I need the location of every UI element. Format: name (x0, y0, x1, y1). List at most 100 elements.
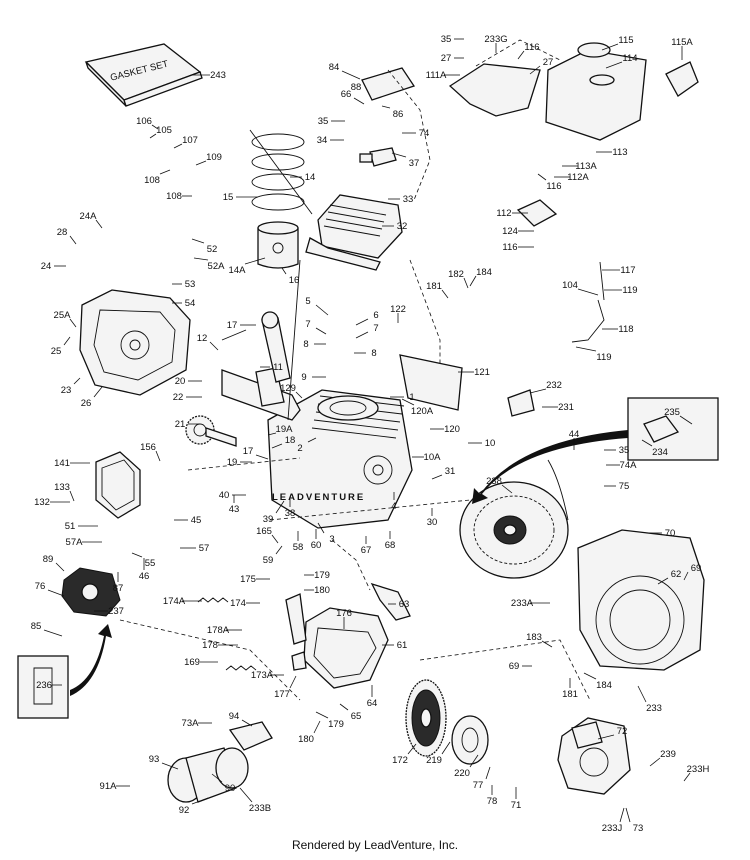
bracket-112[interactable] (516, 199, 558, 227)
fuel-tank[interactable] (545, 42, 647, 141)
part-callout[interactable]: 43 (229, 495, 240, 515)
part-callout[interactable]: 30 (427, 508, 438, 528)
muffler-deflector[interactable] (228, 721, 273, 751)
part-callout[interactable]: 73 (625, 807, 643, 834)
tank-bracket[interactable] (448, 63, 541, 117)
part-callout[interactable]: 120A (401, 398, 434, 417)
part-callout[interactable]: 117 (602, 265, 636, 276)
part-callout[interactable]: 34 (317, 135, 344, 146)
part-callout[interactable]: 17 (227, 320, 256, 331)
part-callout[interactable]: 70 (646, 528, 675, 539)
part-callout[interactable]: 233G (484, 34, 508, 53)
part-callout[interactable]: 67 (361, 536, 372, 556)
part-callout[interactable]: 107 (173, 135, 198, 149)
part-callout[interactable]: 175 (240, 574, 270, 585)
part-callout[interactable]: 234 (641, 439, 668, 458)
spring-174a[interactable] (197, 597, 229, 603)
crankcase-cover[interactable] (79, 289, 191, 396)
part-callout[interactable]: 14 (290, 172, 315, 183)
part-callout[interactable]: 5 (305, 296, 329, 316)
part-callout[interactable]: 27 (441, 53, 464, 64)
part-callout[interactable]: 90 (211, 773, 235, 794)
flywheel[interactable] (459, 481, 569, 579)
part-callout[interactable]: 115 (601, 35, 634, 51)
control-plate[interactable] (361, 67, 416, 101)
part-callout[interactable]: 31 (431, 466, 455, 480)
part-callout[interactable]: 74 (402, 128, 429, 139)
part-callout[interactable]: 35 (318, 116, 345, 127)
part-callout[interactable]: 33 (388, 194, 413, 205)
part-callout[interactable]: 178 (202, 640, 238, 651)
part-callout[interactable]: 112A (554, 172, 589, 183)
part-callout[interactable]: 12 (197, 333, 219, 351)
part-callout[interactable]: 28 (57, 227, 77, 245)
part-callout[interactable]: 109 (195, 152, 222, 166)
part-callout[interactable]: 233 (637, 685, 662, 714)
part-callout[interactable]: 89 (43, 554, 65, 572)
part-callout[interactable]: 108 (166, 191, 192, 202)
part-callout[interactable]: 120 (430, 424, 460, 435)
part-callout[interactable]: 38 (285, 499, 296, 519)
part-callout[interactable]: 58 (293, 531, 304, 553)
governor-link[interactable] (285, 593, 307, 671)
part-callout[interactable]: 184 (583, 672, 612, 691)
part-callout[interactable]: 35 (604, 445, 629, 456)
part-callout[interactable]: 39 (263, 500, 285, 525)
part-callout[interactable]: 114 (605, 53, 638, 69)
bracket-232[interactable] (507, 389, 535, 417)
part-callout[interactable]: 10 (468, 438, 495, 449)
part-callout[interactable]: 233B (239, 787, 271, 814)
blower-housing[interactable] (577, 529, 705, 671)
part-callout[interactable]: 20 (175, 376, 202, 387)
part-callout[interactable]: 25 (51, 336, 71, 357)
part-callout[interactable]: 115A (671, 37, 693, 60)
part-callout[interactable]: 65 (339, 703, 361, 722)
part-callout[interactable]: 6 (355, 310, 379, 326)
part-callout[interactable]: 77 (473, 766, 491, 791)
part-callout[interactable]: 44 (569, 429, 580, 450)
part-callout[interactable]: 71 (511, 787, 522, 811)
part-callout[interactable]: 53 (172, 279, 195, 290)
part-callout[interactable]: 156 (140, 442, 161, 462)
part-callout[interactable]: 238 (486, 476, 513, 494)
part-callout[interactable]: 18 (271, 435, 295, 449)
part-callout[interactable]: 1 (390, 392, 415, 403)
part-callout[interactable]: 113A (562, 161, 597, 172)
part-callout[interactable]: 176 (336, 608, 352, 629)
part-callout[interactable]: 85 (31, 621, 63, 637)
part-callout[interactable]: 181 (426, 281, 449, 299)
starter-cup[interactable] (451, 715, 489, 765)
part-callout[interactable]: 3 (317, 522, 335, 545)
part-callout[interactable]: 93 (149, 754, 179, 770)
part-callout[interactable]: 35 (441, 34, 464, 45)
spark-plug[interactable] (359, 147, 397, 167)
part-callout[interactable]: 132 (34, 497, 70, 508)
part-callout[interactable]: 2 (297, 437, 317, 454)
part-callout[interactable]: 69 (683, 563, 701, 581)
part-callout[interactable]: 119 (604, 285, 638, 296)
part-callout[interactable]: 88 (351, 82, 362, 93)
part-callout[interactable]: 26 (81, 386, 103, 409)
part-callout[interactable]: 57 (180, 543, 209, 554)
part-callout[interactable]: 112 (496, 208, 528, 219)
part-callout[interactable]: 61 (382, 640, 407, 651)
part-callout[interactable]: 46 (139, 558, 150, 582)
part-callout[interactable]: 8 (303, 339, 326, 350)
part-callout[interactable]: 220 (454, 754, 479, 779)
cam-gear[interactable] (185, 415, 237, 447)
part-callout[interactable]: 66 (341, 89, 365, 105)
part-callout[interactable]: 32 (382, 221, 407, 232)
part-callout[interactable]: 232 (529, 380, 562, 394)
part-callout[interactable]: 233A (511, 598, 550, 609)
part-callout[interactable]: 73A (182, 718, 212, 729)
part-callout[interactable]: 129 (280, 383, 303, 399)
part-callout[interactable]: 84 (329, 62, 361, 80)
part-callout[interactable]: 179 (304, 570, 330, 581)
part-callout[interactable]: 173A (251, 670, 284, 681)
part-callout[interactable]: 15 (223, 192, 258, 203)
part-callout[interactable]: 121 (458, 367, 490, 378)
part-callout[interactable]: 180 (298, 720, 321, 745)
fuel-tank-cap[interactable] (665, 61, 699, 97)
gasket-set-box[interactable]: GASKET SET (84, 43, 203, 107)
part-callout[interactable]: 19A (267, 424, 293, 436)
